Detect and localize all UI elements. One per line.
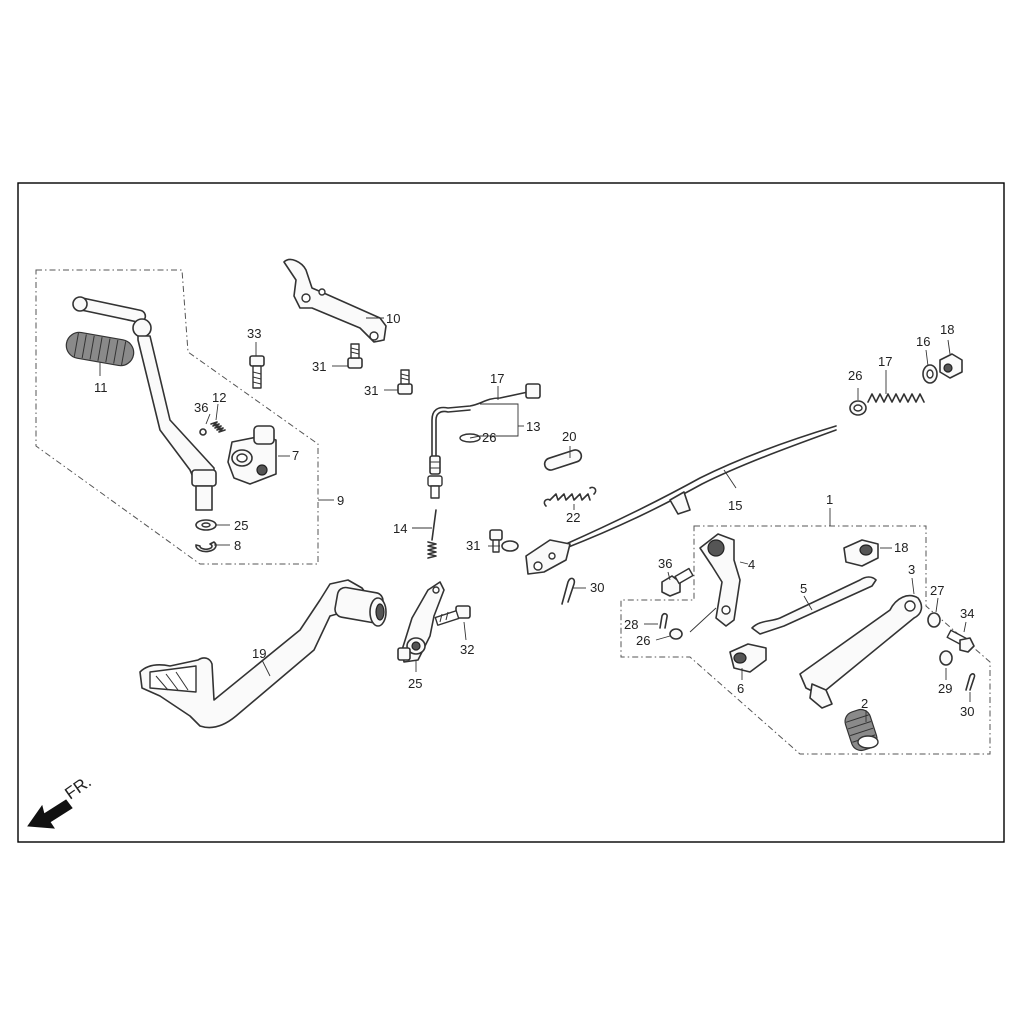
callout-17-left: 17 xyxy=(490,371,504,386)
callout-27: 27 xyxy=(930,583,944,598)
callout-7: 7 xyxy=(292,448,299,463)
part-brake-rod xyxy=(525,425,837,575)
callout-10: 10 xyxy=(386,311,400,326)
callout-19: 19 xyxy=(252,646,266,661)
callout-15: 15 xyxy=(728,498,742,513)
part-stop-switch-wire xyxy=(427,383,541,499)
callout-12: 12 xyxy=(212,390,226,405)
part-adjust-nut xyxy=(939,353,963,379)
part-kick-grip xyxy=(65,331,135,367)
part-ball xyxy=(199,428,207,436)
part-shift-joint xyxy=(729,643,767,673)
callout-34: 34 xyxy=(960,606,974,621)
part-washer-left xyxy=(195,519,217,531)
callout-6: 6 xyxy=(737,681,744,696)
part-circlip xyxy=(195,541,217,553)
callout-5: 5 xyxy=(800,581,807,596)
callout-26-upper: 26 xyxy=(848,368,862,383)
part-shift-link-rod xyxy=(751,576,877,635)
part-washer-shift xyxy=(669,628,683,640)
callout-9: 9 xyxy=(337,493,344,508)
part-pin xyxy=(543,449,583,471)
callout-31-upper: 31 xyxy=(312,359,326,374)
part-washer-29 xyxy=(939,650,953,666)
callout-25-center: 25 xyxy=(408,676,422,691)
callout-3: 3 xyxy=(908,562,915,577)
part-brake-arm xyxy=(397,581,445,663)
part-bolt-long xyxy=(249,355,265,389)
callout-30-center: 30 xyxy=(590,580,604,595)
part-shift-lever xyxy=(799,594,923,709)
part-bracket xyxy=(283,258,387,343)
part-rod-end xyxy=(843,539,879,567)
part-washer-27 xyxy=(927,612,941,628)
part-cotter-pin-right xyxy=(965,673,976,691)
part-clip-shift xyxy=(659,612,668,629)
callout-26-switch: 26 xyxy=(482,430,496,445)
callout-1: 1 xyxy=(826,492,833,507)
callout-14: 14 xyxy=(393,521,407,536)
callout-22: 22 xyxy=(566,510,580,525)
front-arrow-icon xyxy=(27,799,73,829)
part-pivot-bolt xyxy=(434,605,471,626)
part-return-spring xyxy=(543,486,597,507)
callout-4: 4 xyxy=(748,557,755,572)
callout-18-upper: 18 xyxy=(940,322,954,337)
part-bolt-middle xyxy=(397,369,413,395)
callout-30-right: 30 xyxy=(960,704,974,719)
callout-32: 32 xyxy=(460,642,474,657)
leader-lines xyxy=(99,317,971,722)
part-compression-spring xyxy=(867,393,925,403)
group-outline-shift-assembly xyxy=(620,525,991,755)
callout-17-right: 17 xyxy=(878,354,892,369)
group-outline-kickstarter xyxy=(35,269,319,565)
callout-25-left: 25 xyxy=(234,518,248,533)
part-bolt-34 xyxy=(946,629,975,653)
part-brake-pedal xyxy=(139,579,387,729)
part-shift-arm xyxy=(699,533,741,627)
callout-29: 29 xyxy=(938,681,952,696)
callout-31-lower: 31 xyxy=(466,538,480,553)
diagram-frame xyxy=(17,182,1005,843)
callout-16: 16 xyxy=(916,334,930,349)
callout-18-lower: 18 xyxy=(894,540,908,555)
callout-20: 20 xyxy=(562,429,576,444)
part-spring-switch xyxy=(427,509,437,559)
part-bolt-shift xyxy=(661,567,694,597)
callout-13: 13 xyxy=(526,419,540,434)
part-shift-grip xyxy=(844,708,879,752)
callout-28: 28 xyxy=(624,617,638,632)
callout-26-shift: 26 xyxy=(636,633,650,648)
callout-8: 8 xyxy=(234,538,241,553)
callout-11: 11 xyxy=(94,380,108,395)
part-cotter-pin xyxy=(561,577,576,605)
callout-36-right: 36 xyxy=(658,556,672,571)
part-kick-boss xyxy=(227,425,277,485)
callout-2: 2 xyxy=(861,696,868,711)
callout-33: 33 xyxy=(247,326,261,341)
part-spring-small xyxy=(210,421,226,433)
part-washer-rod xyxy=(849,400,867,416)
part-joint-pin xyxy=(922,364,938,384)
part-bolt-upper xyxy=(347,343,363,369)
callout-36-left: 36 xyxy=(194,400,208,415)
part-kickstarter-arm xyxy=(72,296,217,511)
callout-31-middle: 31 xyxy=(364,383,378,398)
